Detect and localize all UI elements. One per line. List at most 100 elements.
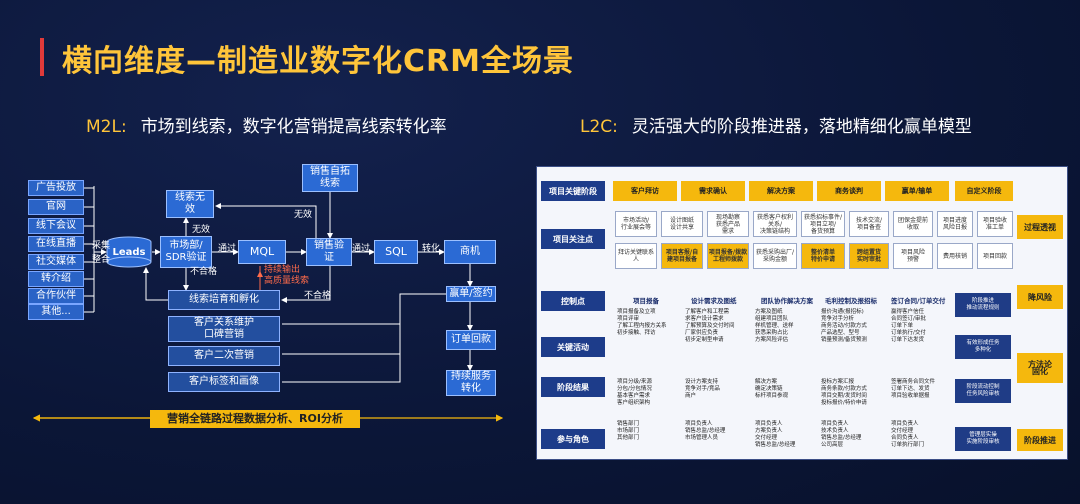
- sales-verify-box: 销售验 证: [306, 238, 352, 266]
- nurture-output-note: 持续输出 高质量线索: [264, 265, 310, 286]
- focus-item-highlight: 整价清单 特价申请: [801, 243, 845, 269]
- focus-item: 项目验收 准工单: [977, 211, 1013, 237]
- lead-nurture-box: 线索培育和孵化: [168, 290, 280, 310]
- row-label: 项目关注点: [541, 229, 605, 249]
- source-item: 官网: [28, 199, 84, 215]
- customer-tag-box: 客户标签和画像: [168, 372, 280, 392]
- source-item: 线下会议: [28, 218, 84, 234]
- side-button-method: 方法论 固化: [1017, 353, 1063, 383]
- focus-item: 现场勘察 获悉产品 需求: [707, 211, 749, 237]
- focus-item: 团保金提前 收取: [893, 211, 933, 237]
- role-text: 项目负责人 方案负责人 交付经理 销售总监/总经理: [755, 421, 796, 448]
- column-head: 项目报备: [633, 297, 659, 305]
- focus-item: 费用核销: [937, 243, 973, 269]
- pass-label-1: 通过: [218, 244, 237, 254]
- control-text: 了解客户和工程需 求客户设计需求 了解预算及交付时间 厂家供应负责 初步定制型申…: [685, 309, 735, 343]
- leads-database-icon: [106, 236, 152, 268]
- focus-item: 拜访关键联系 人: [615, 243, 657, 269]
- focus-item: 项目风险 预警: [893, 243, 933, 269]
- l2c-subtitle: L2C: 灵活强大的阶段推进器，落地精细化赢单模型: [580, 112, 972, 137]
- invalid-label-1: 无效: [192, 225, 211, 235]
- row-label: 项目关键阶段: [541, 181, 605, 201]
- row-label: 关键活动: [541, 337, 605, 357]
- focus-item-highlight: 项目客报/自 建项目报备: [661, 243, 703, 269]
- market-sdr-box: 市场部/ SDR验证: [160, 236, 212, 268]
- invalid-label-2: 无效: [294, 210, 313, 220]
- side-arrow: 阶段推进 推动流程规则: [955, 293, 1011, 317]
- focus-item: 设计图纸 设计共享: [661, 211, 703, 237]
- focus-item: 项目进度 风险日报: [937, 211, 973, 237]
- source-item: 广告投放: [28, 180, 84, 196]
- page-title: 横向维度—制造业数字化CRM全场景: [62, 44, 574, 79]
- title-accent-bar: [40, 38, 44, 76]
- focus-item: 获悉招标事件/ 项目立项/ 备货预算: [801, 211, 845, 237]
- integrate-label: 整合: [92, 255, 111, 265]
- result-text: 项目分级/来源 分包/分包情况 基本客户需求 客户组织架构: [617, 379, 652, 406]
- pass-label-2: 通过: [352, 244, 371, 254]
- focus-item-highlight: 跨组置货 实时审批: [849, 243, 889, 269]
- column-head: 设计需求及图纸: [691, 297, 737, 305]
- role-text: 项目负责人 销售总监/总经理 市场管理人员: [685, 421, 726, 441]
- stage-step: 自定义阶段: [955, 181, 1013, 201]
- role-text: 项目负责人 交付经理 合同负责人 订单执行部门: [891, 421, 925, 448]
- control-text: 报价沟通(报招标) 竞争对手分析 商务活动/付款方式 产品选型、型号 销量预测/…: [821, 309, 867, 343]
- m2l-subtitle: M2L: 市场到线索，数字化营销提高线索转化率: [86, 112, 447, 137]
- continuous-service-box: 持续服务 转化: [446, 370, 496, 396]
- collect-label: 采集: [92, 241, 111, 251]
- side-button-risk: 降风险: [1017, 285, 1063, 309]
- side-arrow: 管理层实操 实施阶段审核: [955, 427, 1011, 451]
- convert-label: 转化: [422, 244, 441, 254]
- l2c-key: L2C:: [580, 117, 618, 137]
- analytics-banner: 营销全链路过程数据分析、ROI分析: [150, 410, 360, 428]
- stage-step: 赢单/输单: [885, 181, 949, 201]
- focus-item: 获悉客户权利 关系/ 决策链结构: [753, 211, 797, 237]
- m2l-key: M2L:: [86, 117, 127, 137]
- source-item: 合作伙伴: [28, 288, 84, 304]
- stage-step: 需求确认: [681, 181, 745, 201]
- unqualified-label-1: 不合格: [190, 267, 218, 277]
- mql-box: MQL: [238, 240, 286, 264]
- result-text: 设计方案支持 竞争对手/竞品 商户: [685, 379, 720, 399]
- stage-step: 客户拜访: [613, 181, 677, 201]
- focus-item: 项目回款: [977, 243, 1013, 269]
- side-arrow: 有效形成任务 多种化: [955, 335, 1011, 359]
- role-text: 销售部门 市场部门 其他部门: [617, 421, 640, 441]
- column-head: 毛利控制及报招标: [825, 297, 877, 305]
- result-text: 投标方案汇报 商务条款/付款方式 项目交期/发货时间 投标报价/特价申请: [821, 379, 867, 406]
- customer-relation-box: 客户关系维护 口碑营销: [168, 316, 280, 342]
- result-text: 解决方案 确定决策链 标杆项目参观: [755, 379, 789, 399]
- source-item: 在线直播: [28, 236, 84, 252]
- control-text: 赢得客户信任 合同签订/审批 订单下单 订单执行/交付 订单下达发货: [891, 309, 926, 343]
- result-text: 签署商务合同文件 订单下达、发货 项目验收单据报: [891, 379, 936, 399]
- focus-item: 技术交流/ 项目备查: [849, 211, 889, 237]
- source-item: 社交媒体: [28, 254, 84, 270]
- secondary-marketing-box: 客户二次营销: [168, 346, 280, 366]
- win-sign-box: 赢单/签约: [446, 286, 496, 302]
- focus-item: 市场活动/ 行业展会等: [615, 211, 657, 237]
- focus-item-highlight: 项目报备/拨款 工程师拨款: [707, 243, 749, 269]
- side-button-stage: 阶段推进: [1017, 429, 1063, 451]
- stage-step: 解决方案: [749, 181, 813, 201]
- l2c-stage-model-panel: 项目关键阶段 项目关注点 控制点 关键活动 阶段结果 参与角色 客户拜访 需求确…: [536, 166, 1068, 460]
- sql-box: SQL: [374, 240, 418, 264]
- m2l-text: 市场到线索，数字化营销提高线索转化率: [140, 117, 447, 137]
- opportunity-box: 商机: [444, 240, 496, 264]
- side-button-process: 过程透视: [1017, 215, 1063, 239]
- control-text: 项目报备及立项 项目评审 了解工程内报方关系 初步接触、拜访: [617, 309, 667, 336]
- control-text: 方案及图纸 组建项目团队 样机管理、送样 获悉采购占比 方案风险评估: [755, 309, 794, 343]
- l2c-text: 灵活强大的阶段推进器，落地精细化赢单模型: [631, 117, 972, 137]
- column-head: 团队协作解决方案: [761, 297, 813, 305]
- order-payment-box: 订单回款: [446, 330, 496, 350]
- stage-step: 商务谈判: [817, 181, 881, 201]
- row-label: 控制点: [541, 291, 605, 311]
- row-label: 阶段结果: [541, 377, 605, 397]
- side-arrow: 阶段流动控制 任务风险审核: [955, 379, 1011, 403]
- column-head: 签订合同/订单交付: [891, 297, 946, 305]
- role-text: 项目负责人 技术负责人 销售总监/总经理 公司高层: [821, 421, 862, 448]
- unqualified-label-2: 不合格: [304, 291, 332, 301]
- source-item: 转介绍: [28, 271, 84, 287]
- sales-self-lead-box: 销售自拓 线索: [302, 164, 358, 192]
- invalid-lead-box: 线索无 效: [166, 190, 214, 218]
